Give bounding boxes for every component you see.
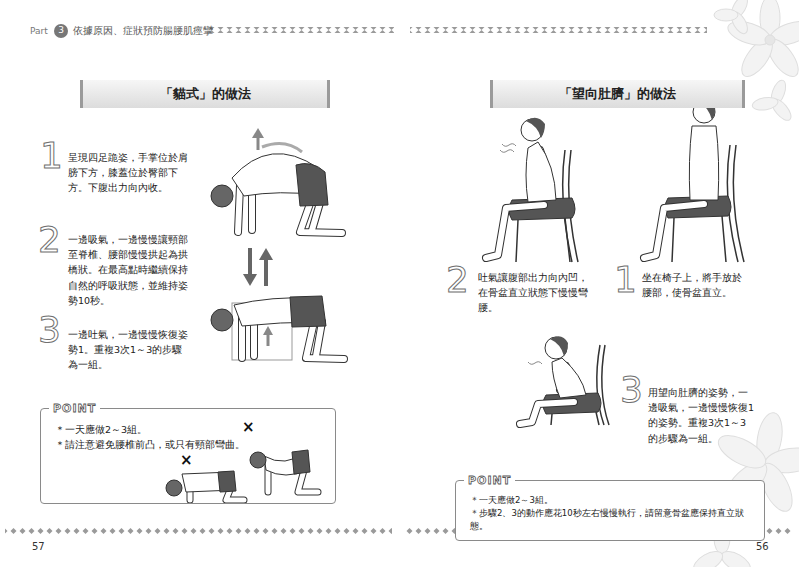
cat-pose-arched bbox=[296, 164, 328, 206]
part-badge: 3 bbox=[54, 24, 68, 38]
point-item: ＊步驟2、3的動作應花10秒左右慢慢執行，請留意骨盆應保持直立狀態。 bbox=[470, 507, 752, 533]
cat-pose-arched bbox=[252, 128, 264, 138]
diamond-rule bbox=[205, 27, 394, 33]
point-heading: POINT bbox=[49, 402, 100, 416]
seated-upright bbox=[644, 100, 744, 262]
diamond-rule bbox=[5, 528, 392, 534]
bad-pose-swayback bbox=[250, 450, 318, 492]
seated-navel-look bbox=[520, 336, 609, 425]
chapter-title: 依據原因、症狀預防腸腰肌痙攣 bbox=[73, 24, 213, 38]
cat-pose-arched bbox=[211, 185, 233, 207]
seated-upright bbox=[733, 145, 744, 262]
cat-pose-flat bbox=[263, 326, 273, 335]
seated-navel-look bbox=[602, 345, 609, 425]
seated-navel-look bbox=[550, 336, 568, 356]
step-number: 1 bbox=[40, 138, 63, 174]
flower-decoration bbox=[718, 547, 754, 567]
flower-decoration bbox=[690, 547, 726, 567]
cat-pose-flat bbox=[211, 296, 344, 360]
seated-upright bbox=[672, 216, 726, 262]
page-number: 57 bbox=[32, 541, 45, 553]
section-title: 「望向肚臍」的做法 bbox=[490, 80, 745, 108]
direction-arrows bbox=[259, 248, 273, 260]
step-number: 3 bbox=[38, 312, 61, 348]
step-number: 2 bbox=[446, 262, 469, 298]
cat-pose-arched bbox=[262, 143, 302, 152]
bad-pose-swayback bbox=[292, 450, 310, 474]
point-heading: POINT bbox=[464, 474, 515, 488]
flower-decoration bbox=[713, 429, 770, 475]
seated-navel-look bbox=[552, 358, 586, 398]
flower-decoration bbox=[714, 9, 738, 21]
bad-pose-neck bbox=[166, 480, 182, 496]
bad-pose-swayback bbox=[250, 452, 266, 468]
cat-pose-flat bbox=[290, 296, 326, 327]
seated-bending bbox=[500, 144, 516, 153]
cat-pose-arched bbox=[211, 128, 342, 233]
badge-circle bbox=[54, 24, 68, 38]
step-text: 呈現四足跪姿，手掌位於肩膀下方，膝蓋位於臀部下方。下腹出力向內收。 bbox=[68, 150, 190, 196]
diamond-rule bbox=[410, 27, 707, 33]
direction-arrows bbox=[248, 248, 252, 276]
flower-decoration bbox=[765, 35, 775, 45]
bad-pose-neck bbox=[218, 471, 236, 492]
page-number: 56 bbox=[756, 541, 769, 553]
seated-upright bbox=[689, 126, 718, 200]
direction-arrows bbox=[243, 274, 257, 286]
section-title: 「貓式」的做法 bbox=[80, 80, 330, 108]
seated-bending bbox=[526, 118, 545, 138]
step-number: 2 bbox=[38, 222, 61, 258]
step-number: 3 bbox=[620, 372, 643, 408]
cat-pose-arched bbox=[257, 136, 260, 150]
seated-bending bbox=[526, 142, 556, 202]
point-item: ＊一天應做2～3組。 bbox=[470, 494, 752, 507]
step-text: 用望向肚臍的姿勢，一邊吸氣，一邊慢慢恢復1的姿勢。重複3次1～3的步驟為一組。 bbox=[648, 385, 756, 446]
seated-bending bbox=[516, 218, 570, 262]
wrong-mark: × bbox=[242, 420, 255, 435]
seated-navel-look bbox=[528, 362, 542, 365]
step-text: 一邊吸氣，一邊慢慢讓頸部至脊椎、腰部慢慢拱起為拱橋狀。在最高點時繼續保持自然的呼… bbox=[68, 232, 190, 308]
bad-pose-neck bbox=[166, 471, 244, 500]
step-text: 坐在椅子上，將手放於腰部，使骨盆直立。 bbox=[642, 270, 750, 300]
part-number: 3 bbox=[54, 24, 68, 37]
section-title-text: 「望向肚臍」的做法 bbox=[559, 85, 676, 103]
step-text: 吐氣讓腹部出力向內凹，在骨盆直立狀態下慢慢彎腰。 bbox=[478, 270, 596, 316]
cat-pose-flat bbox=[211, 309, 233, 331]
step-text: 一邊吐氣，一邊慢慢恢復姿勢1。重複3次1～3的步驟為一組。 bbox=[68, 327, 190, 373]
point-item: ＊請注意避免腰椎前凸，或只有頸部彎曲。 bbox=[55, 437, 323, 452]
direction-arrows bbox=[264, 258, 268, 286]
seated-navel-look bbox=[545, 337, 567, 359]
direction-arrows bbox=[243, 248, 273, 286]
point-item: ＊一天應做2～3組。 bbox=[55, 422, 323, 437]
flower-decoration bbox=[751, 96, 779, 112]
diamond-rule bbox=[5, 27, 792, 534]
section-title-text: 「貓式」的做法 bbox=[160, 85, 251, 103]
point-box: POINT＊一天應做2～3組。＊步驟2、3的動作應花10秒左右慢慢執行，請留意骨… bbox=[455, 480, 765, 541]
step-number: 1 bbox=[614, 262, 637, 298]
seated-bending bbox=[486, 118, 578, 262]
wrong-mark: × bbox=[180, 453, 193, 468]
part-label: Part bbox=[30, 24, 48, 38]
